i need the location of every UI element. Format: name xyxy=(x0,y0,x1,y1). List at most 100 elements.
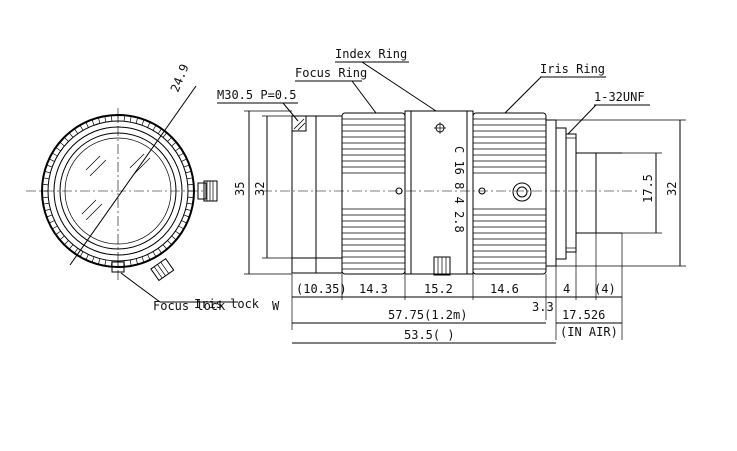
knurl-tick xyxy=(42,196,49,198)
dim-flange-diameter: 17.5 xyxy=(641,174,655,203)
index-ring-label: Index Ring xyxy=(335,47,407,61)
index-ring-leader xyxy=(361,61,437,112)
knurl-tick xyxy=(157,128,162,134)
knurl-tick xyxy=(181,158,188,162)
knurl-tick xyxy=(104,259,107,266)
knurl-tick xyxy=(59,141,65,147)
glass-reflection-5 xyxy=(129,153,145,169)
knurl-tick xyxy=(123,115,125,122)
knurl-tick xyxy=(48,220,55,224)
knurl-tick xyxy=(185,208,192,212)
knurl-tick xyxy=(44,170,51,174)
knurl-tick xyxy=(55,230,61,235)
knurl-tick xyxy=(129,116,132,123)
knurl-tick xyxy=(46,214,53,218)
dim-flange-back: 17.526 xyxy=(562,308,605,322)
knurl-tick xyxy=(43,177,50,180)
knurl-tick xyxy=(178,152,184,157)
knurl-tick xyxy=(68,132,74,138)
glass-reflection-3 xyxy=(81,199,97,215)
knurl-tick xyxy=(43,202,50,205)
knurl-tick xyxy=(152,251,157,257)
knurl-tick xyxy=(46,164,53,168)
knurl-tick xyxy=(135,258,139,265)
knurl-tick xyxy=(175,147,181,152)
knurl-tick xyxy=(59,235,65,241)
knurl-tick xyxy=(167,137,172,142)
horizontal-dimensions: (10.35) 14.3 15.2 14.6 3.3 4 (4) 57.75(1… xyxy=(291,233,623,344)
knurl-tick xyxy=(64,240,69,245)
knurl-tick xyxy=(79,125,84,131)
knurl-tick xyxy=(74,248,79,254)
dim-total-length: 57.75(1.2m) xyxy=(388,308,467,322)
knurl-tick xyxy=(48,158,55,162)
knurl-tick xyxy=(171,141,177,147)
iris-screw-inner xyxy=(516,186,528,198)
glass-reflection-1 xyxy=(85,155,101,171)
knurl-tick xyxy=(147,121,151,128)
thread-hatch-1 xyxy=(293,118,305,130)
knurl-tick xyxy=(147,254,151,261)
iris-ring-ribs xyxy=(473,118,546,270)
knurl-tick xyxy=(152,125,157,131)
vertical-dimensions: 35 32 32 17.5 xyxy=(233,110,686,275)
knurl-tick xyxy=(55,147,61,152)
mount-thread-label: 1-32UNF xyxy=(594,90,645,104)
front-knurl xyxy=(42,115,194,267)
glass-reflection-6 xyxy=(133,157,151,175)
iris-lock-label: Iris lock xyxy=(194,297,260,311)
knurl-tick xyxy=(85,121,89,128)
knurl-tick xyxy=(183,164,190,168)
glass-reflection-4 xyxy=(85,203,103,221)
knurl-tick xyxy=(79,251,84,257)
knurl-tick xyxy=(167,240,172,245)
focus-lock-leader xyxy=(120,272,161,303)
dim-rear-height: 32 xyxy=(665,182,679,196)
dim-seg7: (4) xyxy=(594,282,616,296)
focus-ring-leader xyxy=(351,80,377,114)
knurl-tick xyxy=(187,196,194,198)
glass-reflection-2 xyxy=(89,159,107,177)
dim-length-infinity: 53.5( ) xyxy=(404,328,455,342)
knurl-tick xyxy=(185,170,192,174)
rear-flange xyxy=(555,127,567,260)
knurl-tick xyxy=(97,117,101,124)
aperture-scale: C 16 8 4 2.8 xyxy=(452,146,466,233)
focus-lock-label: Focus lock xyxy=(153,299,226,313)
knurl-tick xyxy=(141,119,145,126)
knurl-tick xyxy=(52,225,58,230)
focus-ring-label: Focus Ring xyxy=(295,66,367,80)
dim-seg6: 4 xyxy=(563,282,570,296)
mount-thread-section xyxy=(565,133,577,253)
knurl-tick xyxy=(91,256,95,263)
front-thread-section xyxy=(291,115,343,274)
iris-knob-knurl-3 xyxy=(160,261,170,274)
knurl-tick xyxy=(187,184,194,186)
iris-screw-outer xyxy=(512,182,532,202)
knurl-tick xyxy=(183,214,190,218)
iris-ring-label: Iris Ring xyxy=(540,62,605,76)
dim-outer-height: 35 xyxy=(233,182,247,196)
side-marker: W xyxy=(272,299,280,313)
knurl-tick xyxy=(129,259,132,266)
dim-seg2: 14.3 xyxy=(359,282,388,296)
knurl-tick xyxy=(104,116,107,123)
diameter-label: 24.9 xyxy=(168,62,192,94)
knurl-tick xyxy=(135,117,139,124)
knurl-tick xyxy=(181,220,188,224)
iris-knob-knurl-2 xyxy=(157,264,166,277)
thread-notch-top xyxy=(291,115,307,132)
knurl-tick xyxy=(157,248,162,254)
knurl-tick xyxy=(91,119,95,126)
knurl-tick xyxy=(178,225,184,230)
focus-lock-stem xyxy=(197,182,207,200)
dim-seg1: (10.35) xyxy=(296,282,347,296)
knurl-tick xyxy=(42,184,49,186)
diameter-leader xyxy=(69,85,197,266)
iris-ring-leader xyxy=(504,76,542,114)
thread-label: M30.5 P=0.5 xyxy=(217,88,296,102)
knurl-tick xyxy=(141,256,145,263)
iris-knob-knurl-1 xyxy=(153,266,163,279)
knurl-tick xyxy=(52,152,58,157)
focus-lock-knob xyxy=(203,180,218,202)
